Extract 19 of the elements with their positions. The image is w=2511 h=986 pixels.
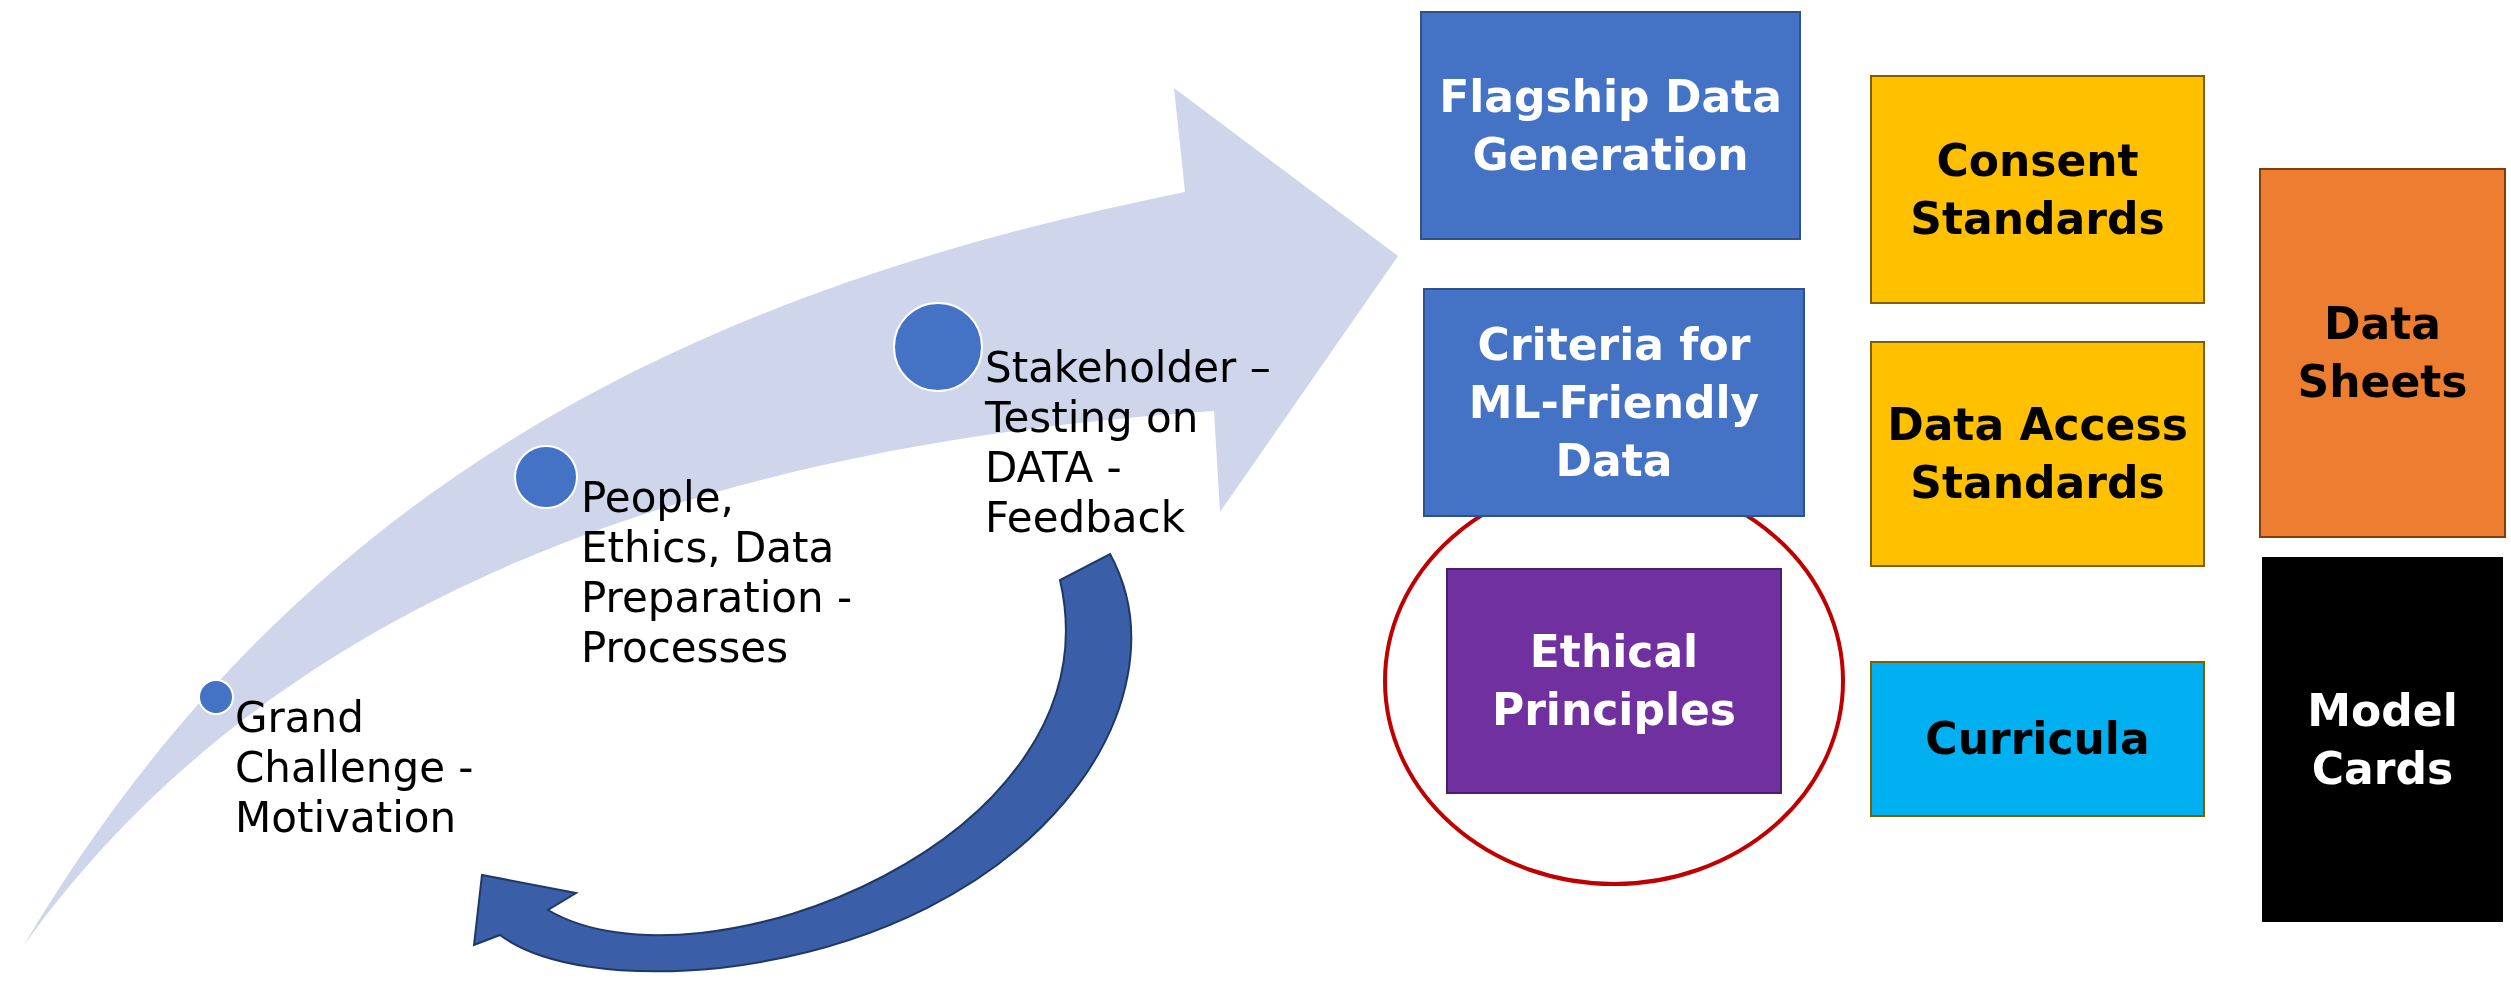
stage-caption: Grand Challenge - Motivation [235,693,475,843]
box-label: Curricula [1925,712,2150,766]
label-box [2262,557,2503,922]
label-box [1870,75,2205,304]
box-label: Criteria for ML-Friendly Data [1467,317,1761,488]
box-label: Model Cards [2306,683,2459,796]
label-box [1870,661,2205,817]
label-box [1446,568,1782,794]
stage-caption: Stakeholder – Testing on DATA - Feedback [985,343,1272,543]
box-label: Data Access Standards [1886,398,2189,510]
box-label: Consent Standards [1909,133,2166,246]
box-label: Flagship Data Generation [1438,69,1783,182]
label-box [1870,341,2205,567]
label-box [2259,168,2506,538]
box-label: Ethical Principles [1490,625,1738,737]
stage-caption: People, Ethics, Data Preparation - Processes [581,473,854,673]
box-label: Data Sheets [2296,297,2469,409]
label-box [1420,11,1801,240]
label-box [1423,288,1805,517]
